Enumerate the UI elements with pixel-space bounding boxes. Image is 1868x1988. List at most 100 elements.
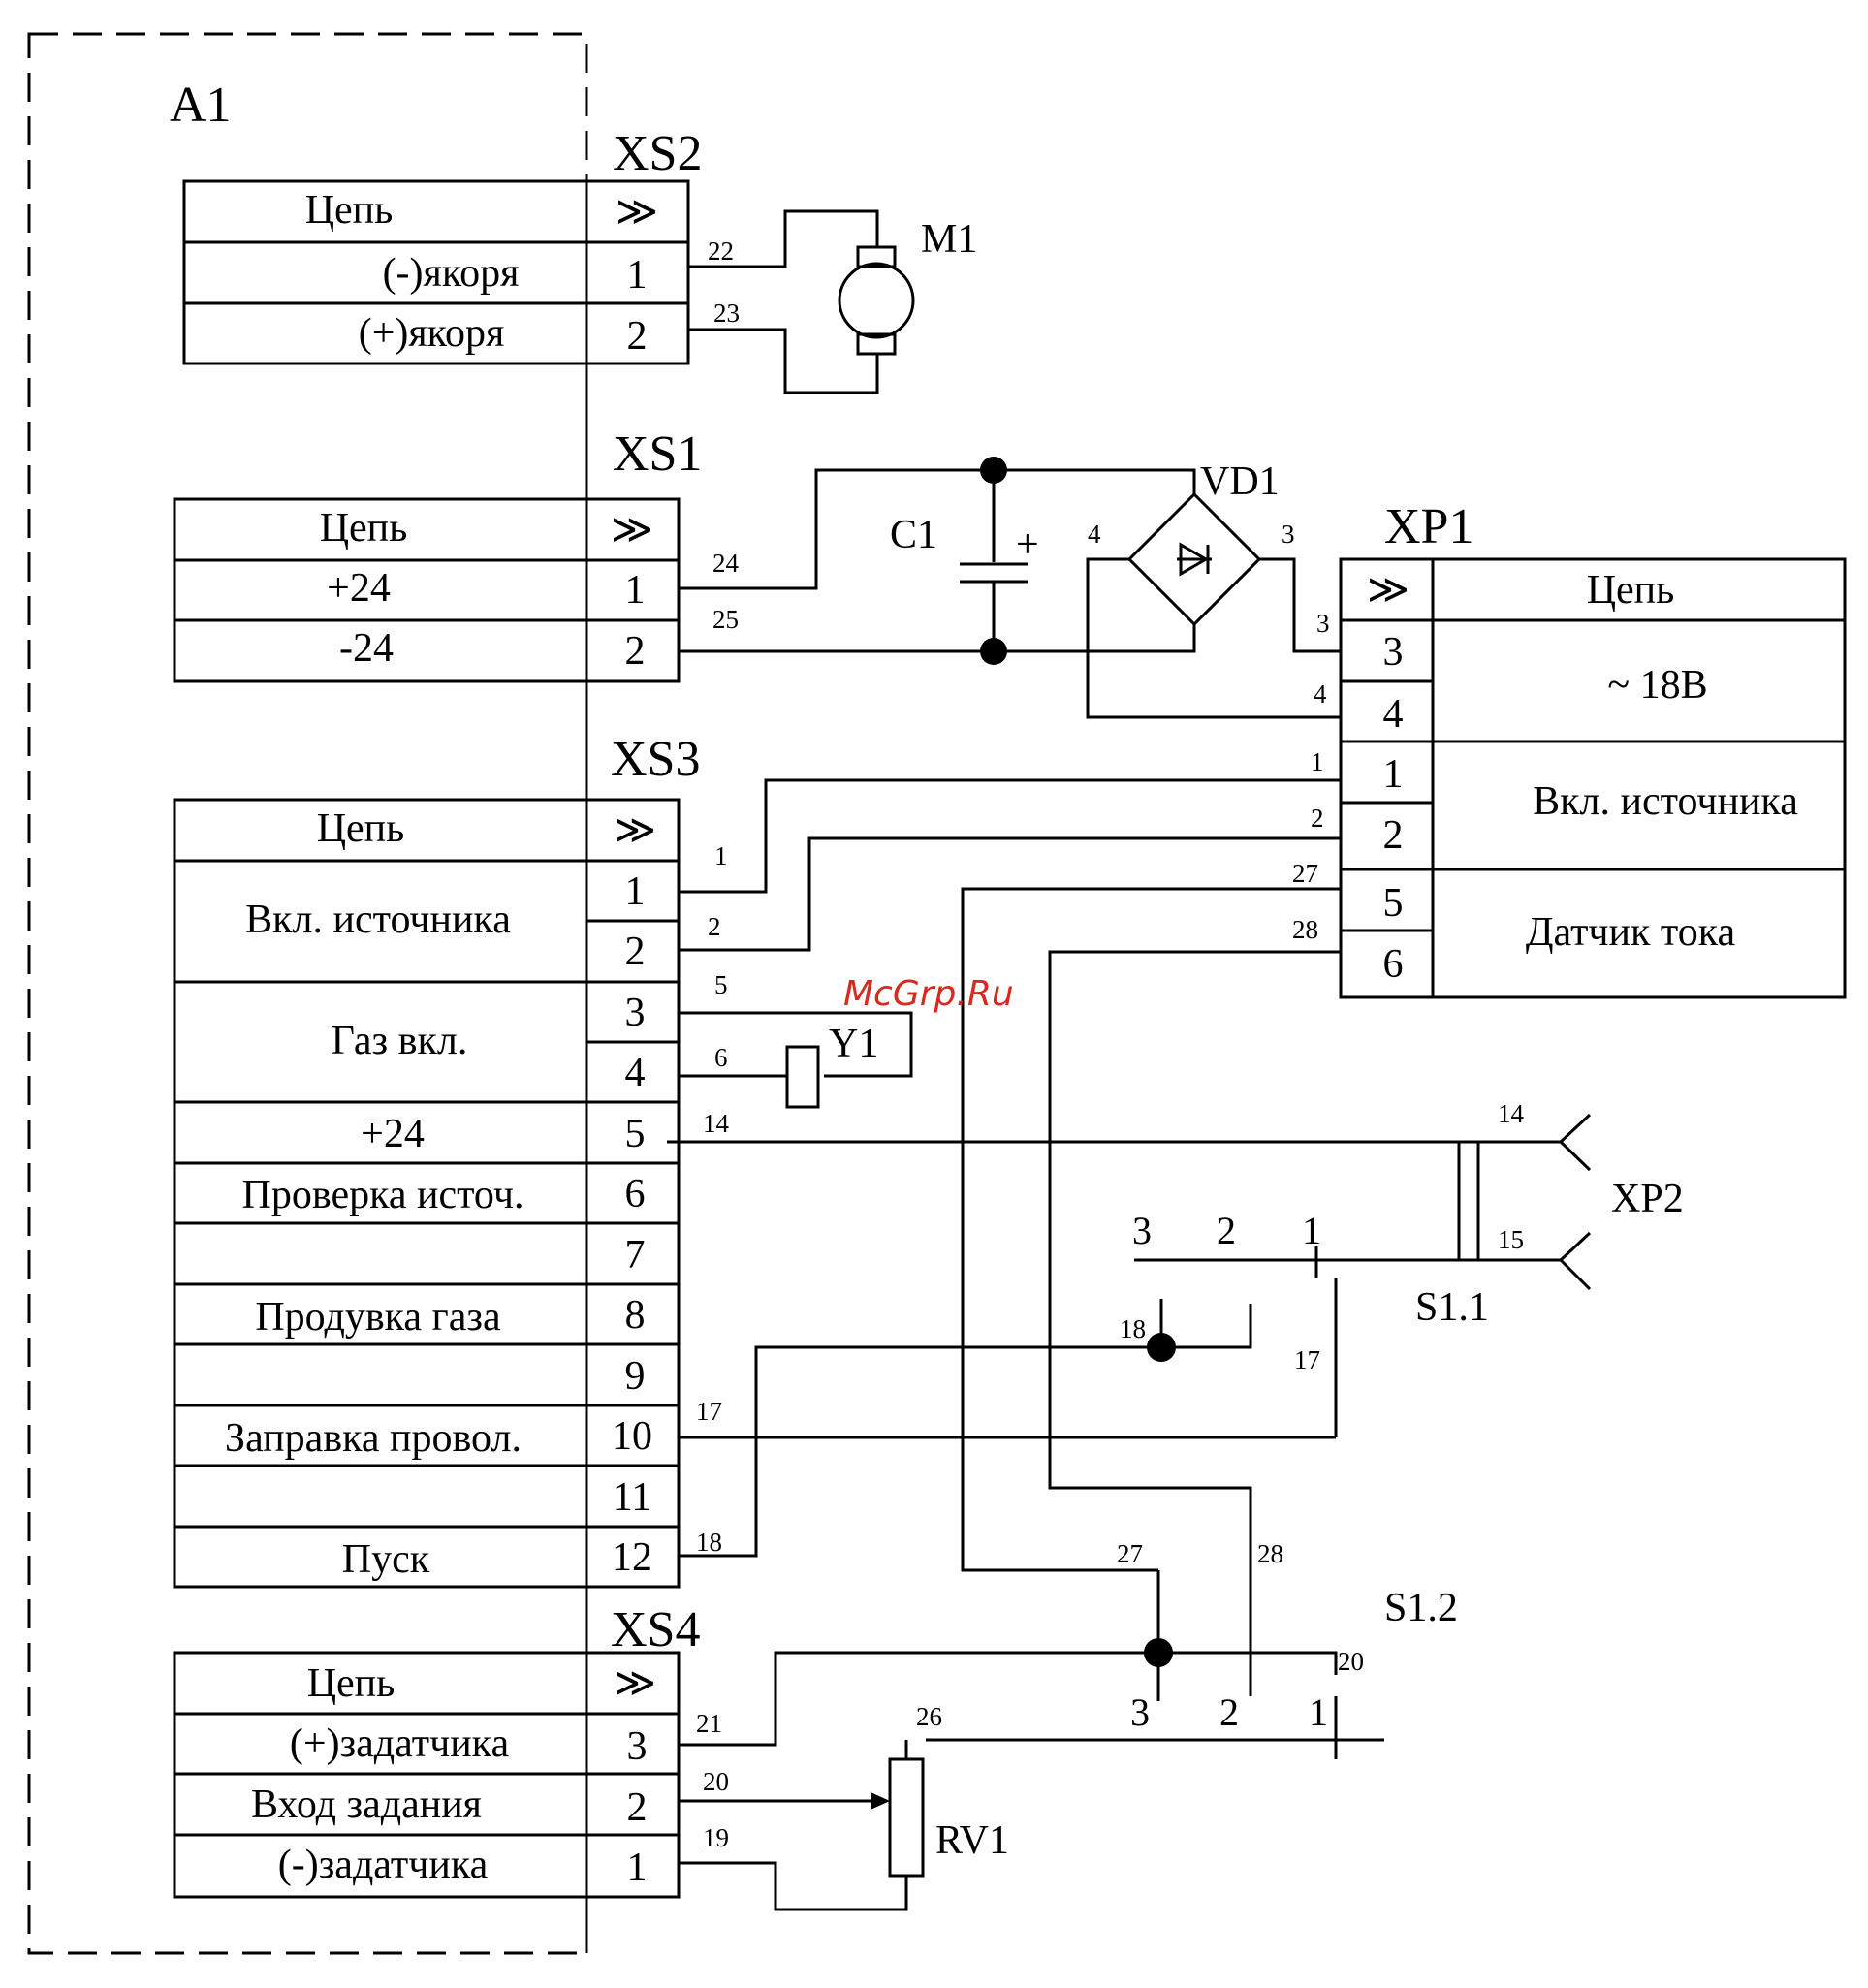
xs1-pin-2: 2 [625,629,646,674]
xs4-wire-19: 19 [703,1823,729,1852]
xs3-wire-6: 6 [714,1043,728,1072]
socket-xp2-label: XP2 [1611,1177,1684,1221]
xs3-row5-label: +24 [361,1112,425,1156]
s1-2-wire-27: 27 [1117,1539,1143,1568]
xs3-group-power-on: Вкл. источника [245,898,511,942]
xs1-header-chain: Цепь [320,506,408,551]
switch-s1-2-label: S1.2 [1384,1586,1458,1630]
xp2-wire-15: 15 [1498,1225,1524,1254]
connector-xs2: XS2 Цепь ≫ (-)якоря 1 (+)якоря 2 22 23 [182,126,740,365]
s1-1-contact-2: 2 [1217,1209,1236,1252]
capacitor-c1: C1 + [679,457,1196,665]
xs2-pin-1: 1 [627,253,648,298]
xs3-name: XS3 [611,732,700,787]
xp1-name: XP1 [1384,499,1473,554]
xp1-pin-5: 5 [1383,881,1404,926]
xp1-pin-1: 1 [1383,752,1404,797]
xp1-wire-1: 1 [1311,747,1324,776]
xs3-pin-4: 4 [625,1051,646,1095]
xs3-wire-2: 2 [708,912,721,941]
vd1-wire-4-label: 4 [1088,520,1101,549]
xs3-plug-icon: ≫ [614,808,656,853]
xs2-row1-label: (-)якоря [383,251,520,296]
xs3-pin-6: 6 [625,1172,646,1216]
connector-xs4: XS4 Цепь ≫ (+)задатчика 3 Вход задания 2… [173,1587,729,1899]
xs4-name: XS4 [611,1602,700,1657]
xs3-wire-14: 14 [703,1109,730,1138]
xs2-row2-label: (+)якоря [359,311,505,356]
connector-xs3: XS3 Цепь ≫ Вкл. источника Газ вкл. +24 П… [173,732,730,1589]
xs4-row3-label: (+)задатчика [290,1721,510,1766]
xs4-pin-3: 3 [627,1724,648,1769]
socket-xp2: XP2 14 15 [1498,1099,1684,1291]
wire-25-label: 25 [712,605,739,634]
xs4-wire-20: 20 [703,1767,729,1796]
xs3-pin-9: 9 [625,1354,646,1399]
xp1-wire-4: 4 [1314,679,1327,709]
watermark: McGrp.Ru [843,974,1014,1014]
xs1-name: XS1 [613,426,702,482]
motor-m1: M1 [688,209,977,394]
s1-2-contact-3: 3 [1130,1690,1150,1734]
xs3-row10-label: Заправка провол. [225,1416,522,1461]
xp1-pin-3: 3 [1383,630,1404,675]
switch-s1-2: 3 2 1 S1.2 27 28 20 [679,1539,1458,1759]
s1-1-contact-3: 3 [1132,1209,1152,1252]
xs3-row8-label: Продувка газа [255,1295,501,1340]
capacitor-c1-label: C1 [890,513,937,557]
s1-2-wire-20: 20 [1338,1647,1364,1676]
module-a1-label: A1 [170,78,232,133]
s1-2-contact-2: 2 [1219,1690,1239,1734]
xs2-header-chain: Цепь [305,188,394,233]
xp1-wire-3: 3 [1316,609,1330,638]
xs1-pin-1: 1 [625,568,646,613]
xs3-row12-label: Пуск [342,1537,430,1582]
xs3-pin-5: 5 [625,1112,646,1156]
xp1-group-current-sensor: Датчик тока [1526,910,1736,955]
xs4-row1-label: (-)задатчика [278,1843,489,1887]
xp1-header-chain: Цепь [1587,568,1675,613]
xs3-pin-11: 11 [613,1475,651,1520]
potentiometer-rv1: RV1 26 [679,1702,1009,1911]
potentiometer-rv1-label: RV1 [935,1818,1009,1863]
vd1-wire-3-label: 3 [1282,520,1295,549]
xs2-pin-2: 2 [627,314,648,359]
xs3-pin-12: 12 [612,1535,652,1580]
xs2-name: XS2 [613,126,702,181]
module-a1-frame: A1 [27,32,588,1955]
s1-1-wire-18: 18 [1120,1314,1146,1343]
xp1-pin-4: 4 [1383,692,1404,737]
motor-m1-label: M1 [921,217,977,262]
xs3-pin-7: 7 [625,1233,646,1278]
valve-y1: Y1 [679,1011,913,1109]
s1-2-contact-1: 1 [1309,1690,1328,1734]
xp1-group-power-on: Вкл. источника [1533,779,1798,824]
capacitor-c1-polarity: + [1016,522,1039,567]
xs3-pin-8: 8 [625,1293,646,1338]
xs3-pin-10: 10 [612,1414,652,1459]
s1-1-wire-17: 17 [1294,1345,1320,1374]
s1-1-contact-1: 1 [1302,1209,1321,1252]
valve-y1-label: Y1 [829,1022,878,1066]
xs3-wire-17: 17 [696,1397,722,1426]
connector-xp1: XP1 ≫ Цепь 3 4 1 2 5 6 ~ 18В Вкл. источн… [1292,499,1847,999]
xp2-wire-14: 14 [1498,1099,1525,1128]
xs4-row2-label: Вход задания [251,1783,482,1827]
switch-s1-1-label: S1.1 [1415,1285,1489,1330]
xs3-pin-1: 1 [625,869,646,914]
connector-xs1: XS1 Цепь ≫ +24 1 -24 2 24 25 [173,426,740,683]
xs3-row6-label: Проверка источ. [242,1173,524,1217]
xs1-row1-label: +24 [327,566,391,611]
diode-bridge-vd1: VD1 4 3 [1086,459,1341,719]
s1-2-wire-28: 28 [1257,1539,1283,1568]
xs4-pin-2: 2 [627,1785,648,1830]
xp1-pin-2: 2 [1383,813,1404,858]
xs3-wire-18: 18 [696,1528,722,1557]
switch-s1-1: 3 2 1 S1.1 18 17 [667,1140,1561,1558]
xs2-plug-icon: ≫ [616,190,658,235]
rv1-wire-26: 26 [916,1702,942,1731]
xp1-plug-icon: ≫ [1367,568,1409,613]
xs1-row2-label: -24 [339,626,394,671]
xp1-wire-28: 28 [1292,915,1318,944]
